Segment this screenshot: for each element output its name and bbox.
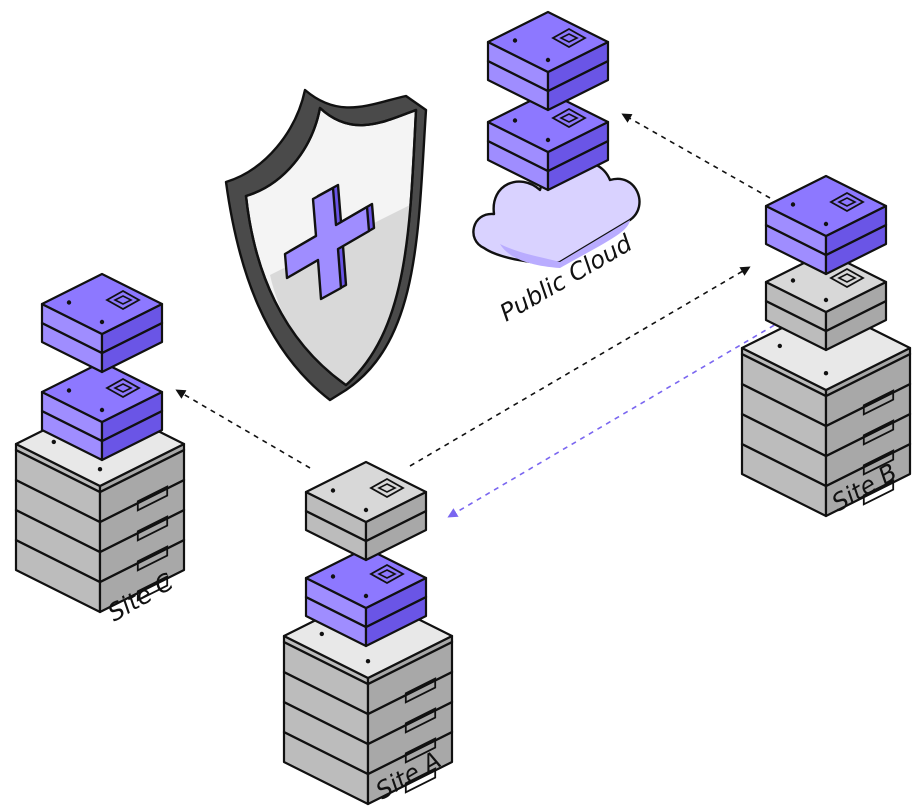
arrow-site-b-to-public-cloud xyxy=(621,113,771,199)
site-b-purple-drive xyxy=(764,174,888,276)
arrow-site-a-to-site-c xyxy=(175,389,311,469)
public-cloud-purple-drive-lower xyxy=(486,90,610,192)
site-a-gray-drive xyxy=(304,460,428,562)
arrow-site-b-to-site-a xyxy=(447,309,801,518)
arrow-site-a-to-site-b xyxy=(409,266,751,467)
site-c-purple-drive-lower xyxy=(40,360,164,462)
site-c-purple-drive-upper xyxy=(40,272,164,374)
connectors xyxy=(175,113,801,518)
shield-icon xyxy=(224,88,428,402)
medical-cross-icon xyxy=(283,183,376,301)
storage-units xyxy=(14,10,912,806)
site-a-purple-drive xyxy=(304,546,428,648)
public-cloud-purple-drive-upper xyxy=(486,10,610,112)
site-b-gray-drive xyxy=(764,250,888,352)
